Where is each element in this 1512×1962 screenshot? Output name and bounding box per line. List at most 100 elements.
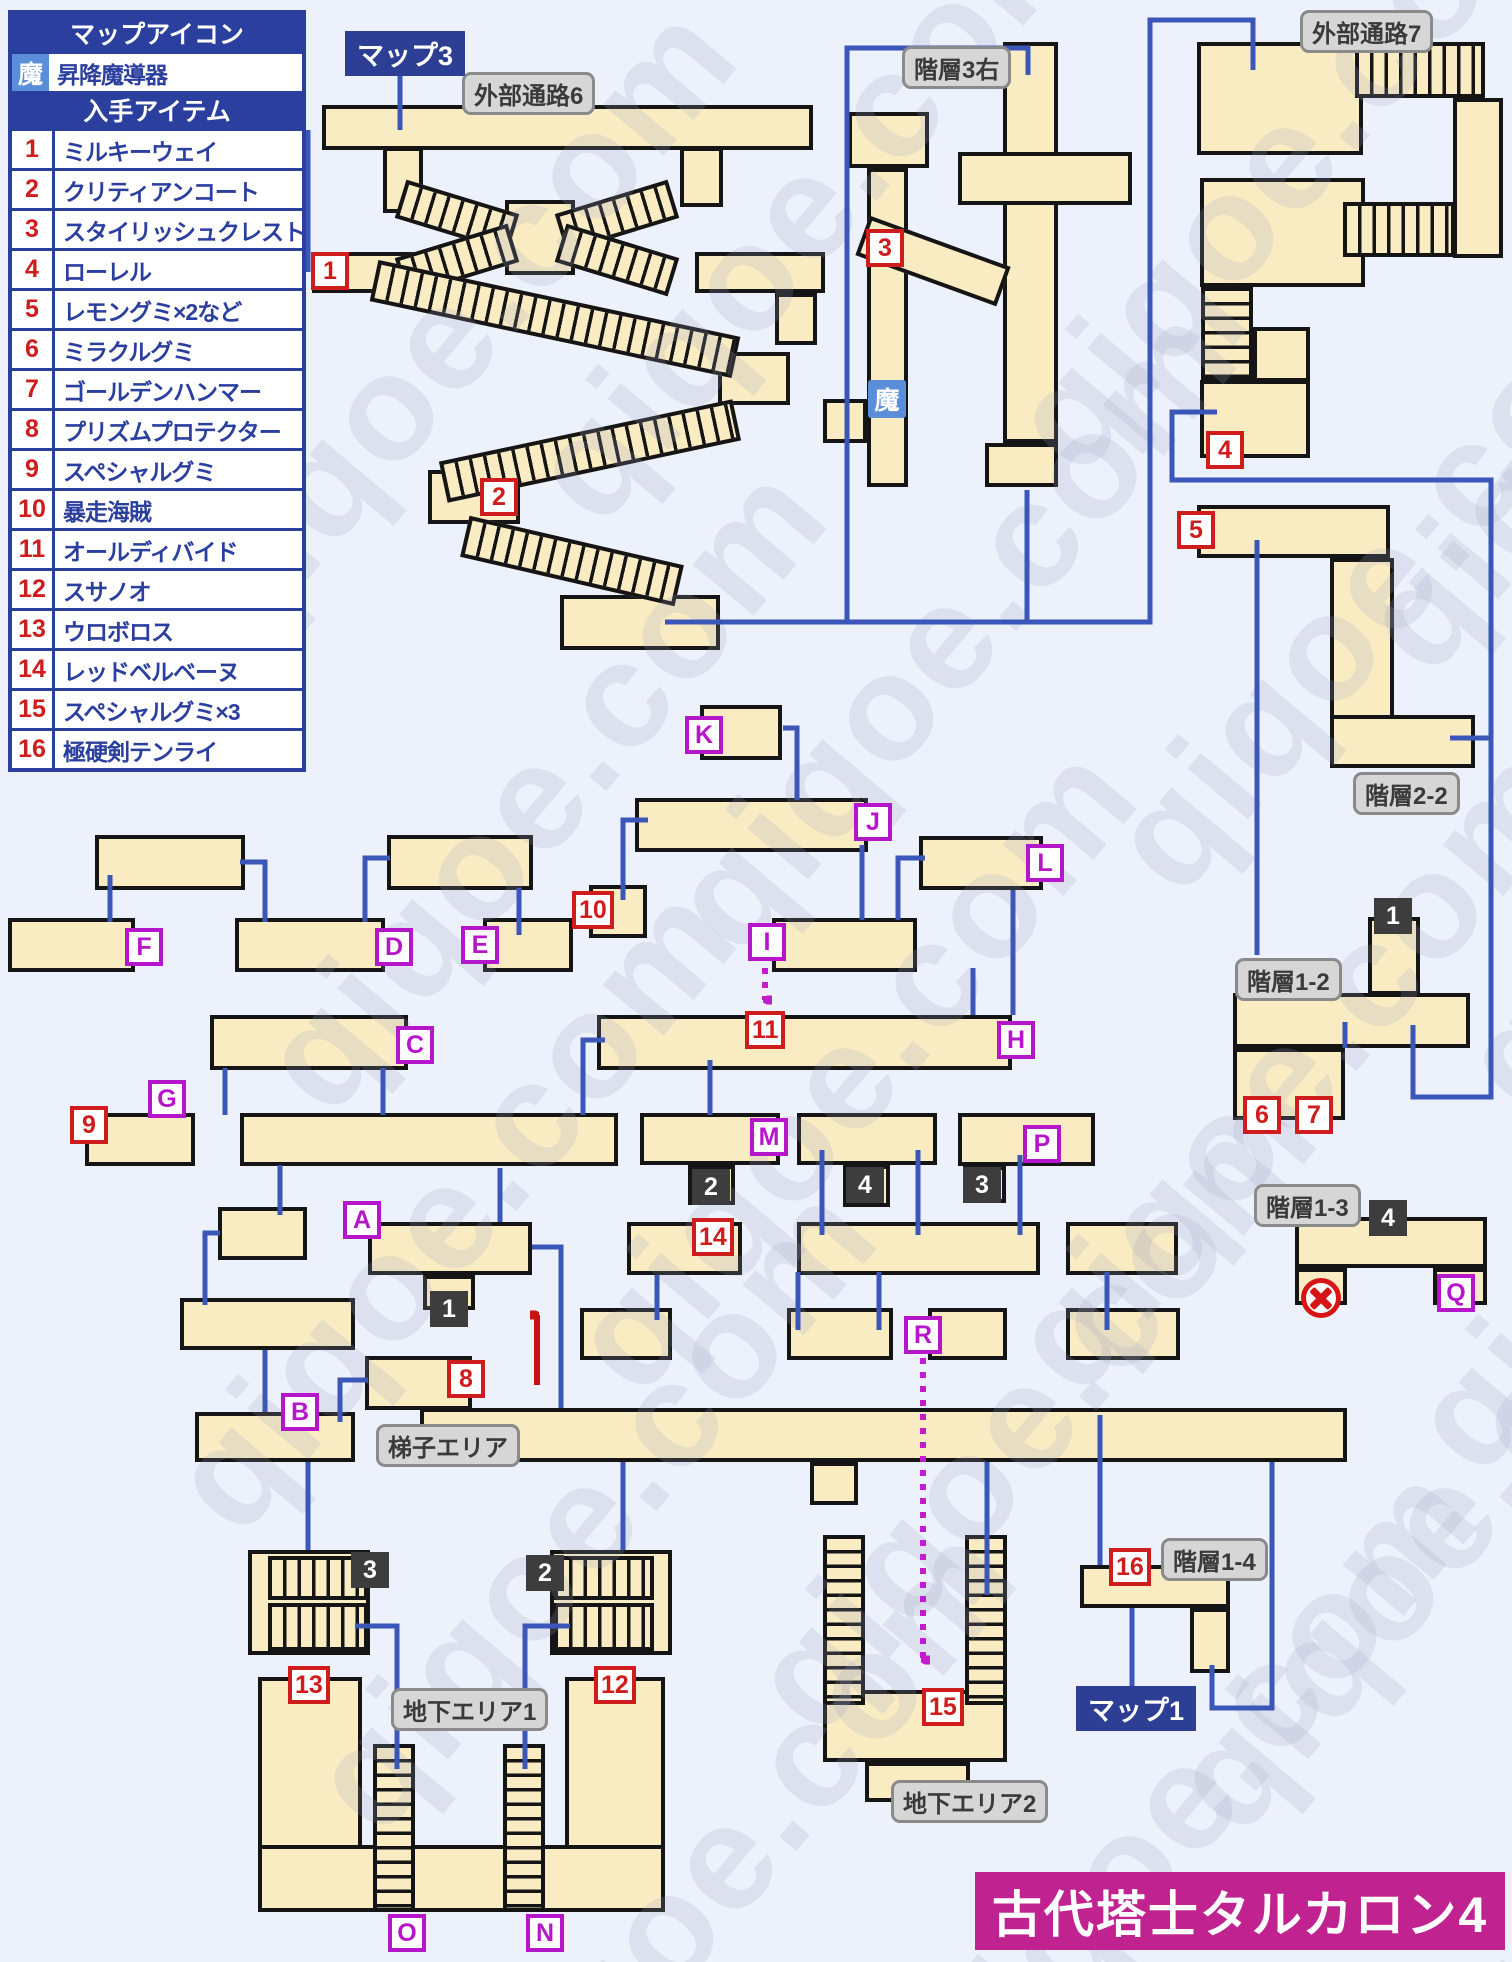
map-stairs — [1201, 287, 1253, 382]
link-marker-H: H — [997, 1021, 1035, 1059]
legend-item-label: 暴走海賊 — [63, 498, 152, 525]
legend-item-number: 7 — [12, 371, 55, 408]
area-label-階層1-3: 階層1-3 — [1254, 1184, 1361, 1227]
legend-item-label: オールディバイド — [63, 538, 238, 565]
item-marker-7: 7 — [1295, 1096, 1333, 1134]
legend-item-label: ローレル — [63, 258, 152, 285]
enemy-marker-2: 2 — [692, 1169, 730, 1205]
legend-item-label: スペシャルグミ — [63, 458, 216, 485]
map-stairs — [503, 1744, 545, 1912]
legend-item-number: 2 — [12, 171, 55, 208]
item-marker-16: 16 — [1109, 1548, 1151, 1586]
route-line — [240, 859, 268, 922]
area-label-外部通路6: 外部通路6 — [462, 72, 596, 115]
item-marker-13: 13 — [288, 1666, 330, 1704]
enemy-marker-1: 1 — [1374, 898, 1412, 934]
map-room — [1066, 1222, 1178, 1275]
legend-item: 7 ゴールデンハンマー — [12, 368, 302, 408]
item-marker-8: 8 — [447, 1360, 485, 1398]
map-stairs — [1343, 202, 1455, 257]
magic-lift-map-icon-魔: 魔 — [868, 380, 906, 418]
route-line — [1209, 1462, 1275, 1711]
legend-item-label: ウロボロス — [63, 618, 174, 645]
legend-item: 8 プリズムプロテクター — [12, 408, 302, 448]
legend-item: 6 ミラクルグミ — [12, 328, 302, 368]
legend-item-label: スサノオ — [63, 578, 152, 605]
route-line — [665, 17, 1256, 625]
map-room — [1003, 42, 1058, 443]
map-room — [420, 1408, 1347, 1462]
area-label-階層2-2: 階層2-2 — [1353, 772, 1460, 815]
map-room — [240, 1113, 618, 1166]
item-marker-2: 2 — [480, 478, 518, 516]
enemy-marker-4: 4 — [1369, 1200, 1407, 1236]
route-line — [362, 855, 390, 922]
map-link-label-マップ1: マップ1 — [1076, 1686, 1197, 1731]
item-marker-5: 5 — [1177, 511, 1215, 549]
legend-header-items: 入手アイテム — [12, 91, 302, 128]
legend-item: 5 レモングミ×2など — [12, 288, 302, 328]
legend-item-number: 8 — [12, 411, 55, 448]
map-stairs — [554, 1603, 654, 1651]
route-line — [783, 725, 800, 800]
route-line — [895, 855, 925, 920]
area-label-階層1-4: 階層1-4 — [1161, 1538, 1268, 1581]
link-marker-N: N — [526, 1914, 564, 1952]
map-room — [1233, 993, 1470, 1048]
map-link-label-マップ3: マップ3 — [345, 31, 466, 76]
map-room — [1200, 178, 1365, 287]
legend-item: 2 クリティアンコート — [12, 168, 302, 208]
map-room — [680, 147, 723, 207]
link-marker-J: J — [854, 803, 892, 841]
map-room — [235, 918, 385, 972]
legend-icon-label: 昇降魔導器 — [57, 61, 168, 88]
legend-item-label: レッドベルベーヌ — [63, 658, 240, 685]
legend-item-label: スペシャルグミ×3 — [63, 698, 241, 725]
legend-item: 9 スペシャルグミ — [12, 448, 302, 488]
enemy-marker-3: 3 — [351, 1552, 389, 1588]
legend-item-label: ミルキーウェイ — [63, 138, 218, 165]
legend-item-label: レモングミ×2など — [63, 298, 242, 325]
legend-item: 13 ウロボロス — [12, 608, 302, 648]
legend-item-number: 11 — [12, 531, 55, 568]
legend-item-number: 5 — [12, 291, 55, 328]
legend-item-number: 6 — [12, 331, 55, 368]
legend-item-label: ミラクルグミ — [63, 338, 195, 365]
link-marker-O: O — [388, 1914, 426, 1952]
map-room — [218, 1207, 307, 1260]
map-room — [1453, 98, 1503, 258]
legend-item-number: 16 — [12, 731, 55, 768]
legend-item-label: プリズムプロテクター — [63, 418, 282, 445]
area-label-地下エリア2: 地下エリア2 — [891, 1780, 1049, 1823]
map-room — [1330, 715, 1475, 768]
link-marker-C: C — [396, 1026, 434, 1064]
item-marker-6: 6 — [1243, 1096, 1281, 1134]
item-marker-9: 9 — [70, 1106, 108, 1144]
route-line — [337, 1377, 368, 1422]
link-marker-B: B — [281, 1393, 319, 1431]
link-marker-E: E — [461, 926, 499, 964]
route-line — [844, 45, 1031, 622]
route-line — [532, 1244, 564, 1408]
map-room — [695, 252, 825, 293]
map-room — [958, 152, 1132, 205]
legend-item-number: 13 — [12, 611, 55, 648]
link-marker-F: F — [125, 928, 163, 966]
legend-item-label: ゴールデンハンマー — [63, 378, 262, 405]
legend-item-label: クリティアンコート — [63, 178, 260, 205]
map-stairs — [823, 1535, 865, 1705]
legend-item-number: 9 — [12, 451, 55, 488]
route-line — [580, 1037, 605, 1115]
legend-item-number: 3 — [12, 211, 55, 248]
link-marker-M: M — [750, 1118, 788, 1156]
map-room — [1253, 327, 1310, 382]
legend-item: 11 オールディバイド — [12, 528, 302, 568]
legend-item-number: 12 — [12, 571, 55, 608]
map-stairs — [554, 1556, 654, 1600]
